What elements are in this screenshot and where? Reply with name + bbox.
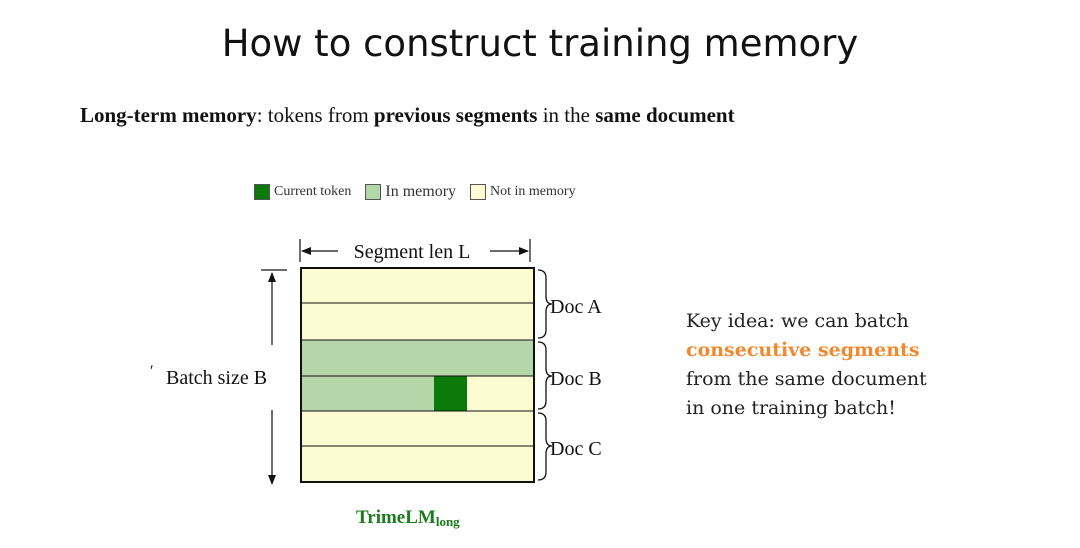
current-token — [434, 376, 467, 411]
doc-b-brace — [537, 341, 553, 410]
segment-length-label: Segment len L — [354, 241, 471, 263]
legend-not-in-memory: Not in memory — [470, 184, 576, 200]
doc-a-row-1 — [300, 267, 535, 304]
legend-not-in-memory-label: Not in memory — [490, 184, 576, 199]
doc-b-label: Doc B — [550, 368, 602, 390]
doc-b-row-2-memory — [301, 376, 434, 411]
subtitle: Long-term memory: tokens from previous s… — [80, 103, 735, 128]
batch-outline — [300, 267, 535, 483]
doc-a-label: Doc A — [550, 296, 602, 318]
legend-current-label: Current token — [274, 184, 352, 199]
subtitle-text-1: : tokens from — [256, 103, 374, 127]
key-idea-highlight: consecutive segments — [686, 339, 920, 361]
key-idea-line-4: in one training batch! — [686, 397, 896, 419]
key-idea-text: Key idea: we can batch consecutive segme… — [686, 307, 927, 423]
subtitle-bold-3: same document — [595, 103, 735, 127]
key-idea-line-3: from the same document — [686, 368, 927, 390]
subtitle-text-2: in the — [537, 103, 596, 127]
legend-current-swatch — [254, 184, 270, 200]
model-caption: TrimeLMlong — [356, 507, 460, 530]
legend-in-memory: In memory — [365, 183, 456, 201]
legend-not-in-memory-swatch — [470, 184, 487, 200]
legend-current: Current token — [254, 184, 351, 200]
key-idea-line-1: Key idea: we can batch — [686, 310, 909, 332]
batch-size-label: Batch size B — [166, 367, 267, 389]
doc-c-row-2 — [300, 445, 535, 483]
doc-c-label: Doc C — [550, 438, 602, 460]
doc-c-brace — [537, 412, 553, 481]
doc-a-row-2 — [300, 302, 535, 341]
batch-mark: ′ — [150, 363, 154, 380]
subtitle-bold-2: previous segments — [373, 103, 538, 127]
doc-b-row-1 — [300, 339, 535, 377]
legend: Current token In memory Not in memory — [254, 183, 590, 201]
legend-in-memory-swatch — [365, 184, 382, 200]
doc-c-row-1 — [300, 410, 535, 447]
page-title: How to construct training memory — [221, 22, 859, 65]
doc-a-brace — [537, 269, 553, 339]
subtitle-bold-1: Long-term memory — [80, 103, 257, 127]
caption-main: TrimeLM — [356, 507, 436, 528]
doc-b-row-2-future — [467, 376, 534, 411]
caption-subscript: long — [435, 514, 460, 529]
legend-in-memory-label: In memory — [385, 183, 457, 200]
